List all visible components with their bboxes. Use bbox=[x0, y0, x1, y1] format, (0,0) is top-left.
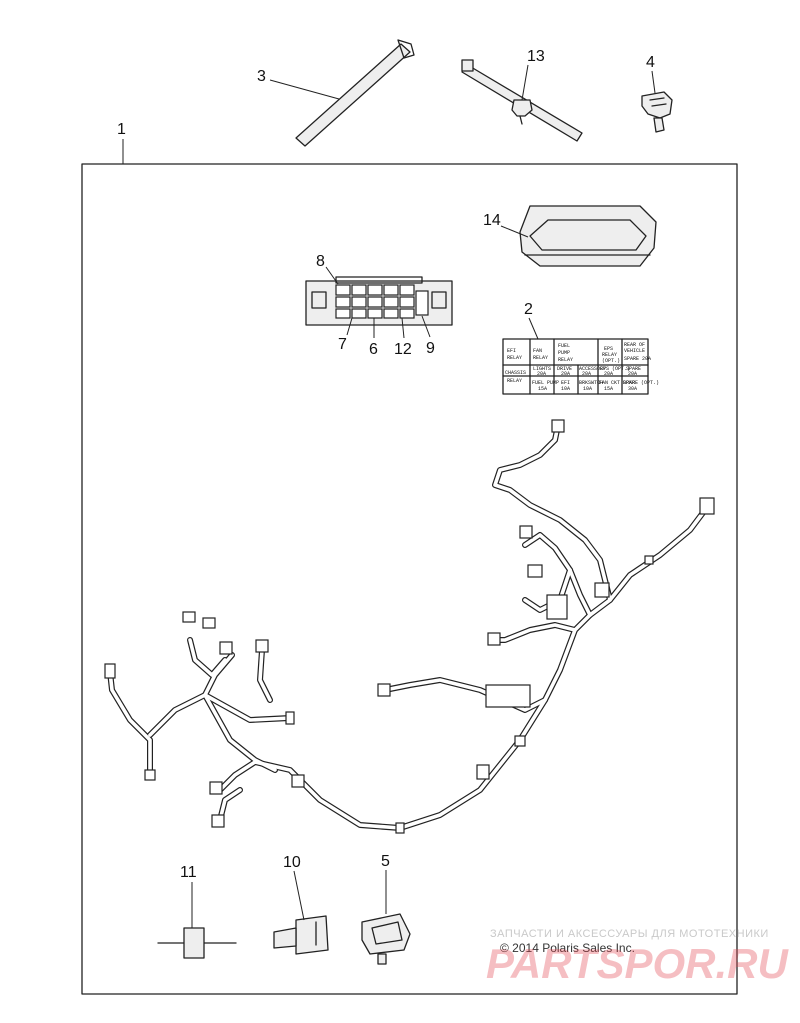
label-r3-4: SPARE 20A bbox=[624, 356, 651, 362]
callout-13[interactable]: 13 bbox=[527, 48, 545, 65]
label-r1-2: FUEL bbox=[558, 343, 570, 349]
callout-4[interactable]: 4 bbox=[646, 54, 655, 71]
part-5-connector[interactable] bbox=[361, 913, 411, 965]
watermark-tagline: ЗАПЧАСТИ И АКСЕССУАРЫ ДЛЯ МОТОТЕХНИКИ bbox=[490, 928, 769, 940]
label-r7-3: 10A bbox=[583, 386, 592, 392]
callout-3[interactable]: 3 bbox=[257, 68, 266, 85]
callout-11[interactable]: 11 bbox=[180, 864, 197, 881]
label-r6-3: BRKSWTCH bbox=[579, 380, 603, 386]
label-r7-1: 15A bbox=[538, 386, 547, 392]
label-r7-4: 15A bbox=[604, 386, 613, 392]
part-2-fuse-label[interactable]: EFI FAN FUEL EPS REAR OF RELAY RELAY PUM… bbox=[502, 338, 659, 395]
leader-10 bbox=[293, 870, 305, 921]
callout-7[interactable]: 7 bbox=[338, 336, 347, 353]
part-13-cable-tie-mount[interactable] bbox=[461, 59, 583, 142]
label-r4-1: LIGHTS bbox=[533, 366, 551, 372]
kit-boundary-box bbox=[81, 163, 738, 995]
label-r7-5: 30A bbox=[628, 386, 637, 392]
label-r2-0: RELAY bbox=[507, 355, 522, 361]
label-r5-0: RELAY bbox=[507, 378, 522, 384]
label-r1-1: FAN bbox=[533, 348, 542, 354]
label-r5-5: 20A bbox=[628, 371, 637, 377]
label-r6-4: FAN CKT BRKR bbox=[599, 380, 635, 386]
callout-2[interactable]: 2 bbox=[524, 301, 533, 318]
leader-3 bbox=[269, 79, 340, 100]
part-14-fuse-box-cover[interactable] bbox=[519, 205, 657, 267]
label-r2-3: RELAY bbox=[602, 352, 617, 358]
label-r3-2: RELAY bbox=[558, 357, 573, 363]
label-r4-4: EPS (OPT.) bbox=[600, 366, 630, 372]
harness-connectors bbox=[104, 419, 715, 834]
part-4-clip[interactable] bbox=[641, 91, 673, 133]
callout-14[interactable]: 14 bbox=[483, 212, 501, 229]
part-10-plug[interactable] bbox=[273, 915, 329, 955]
leader-4 bbox=[651, 70, 656, 94]
leader-8 bbox=[325, 266, 339, 285]
label-r6-1: FUEL PUMP bbox=[532, 380, 559, 386]
label-r5-1: 20A bbox=[537, 371, 546, 377]
callout-10[interactable]: 10 bbox=[283, 854, 301, 871]
label-r4-0: CHASSIS bbox=[505, 370, 526, 376]
label-r6-2: EFI bbox=[561, 380, 570, 386]
leader-12 bbox=[401, 317, 405, 339]
label-r2-2: PUMP bbox=[558, 350, 570, 356]
label-r2-1: RELAY bbox=[533, 355, 548, 361]
label-r1-4: REAR OF bbox=[624, 342, 645, 348]
callout-1[interactable]: 1 bbox=[117, 121, 126, 138]
label-r6-5: SPARE (OPT.) bbox=[623, 380, 659, 386]
label-r4-5: SPARE bbox=[626, 366, 641, 372]
leader-14 bbox=[500, 225, 529, 238]
leader-7 bbox=[346, 317, 353, 336]
fuse-relay-block[interactable] bbox=[305, 276, 453, 326]
leader-9 bbox=[421, 315, 431, 338]
label-r4-2: DRIVE bbox=[557, 366, 572, 372]
part-11-fuse[interactable] bbox=[157, 927, 237, 959]
watermark-logo: PARTSPOR.RU bbox=[486, 940, 788, 987]
label-r5-4: 20A bbox=[604, 371, 613, 377]
callout-6[interactable]: 6 bbox=[369, 341, 378, 358]
label-r3-3: (OPT.) bbox=[602, 358, 620, 364]
main-wiring-harness[interactable] bbox=[104, 419, 715, 834]
callout-8[interactable]: 8 bbox=[316, 253, 325, 270]
leader-2 bbox=[528, 317, 539, 340]
callout-9[interactable]: 9 bbox=[426, 340, 435, 357]
label-r1-3: EPS bbox=[604, 346, 613, 352]
copyright-text: © 2014 Polaris Sales Inc. bbox=[500, 941, 635, 955]
label-r2-4: VEHICLE bbox=[624, 348, 645, 354]
label-r5-3: 20A bbox=[582, 371, 591, 377]
callout-5[interactable]: 5 bbox=[381, 853, 390, 870]
leader-13 bbox=[521, 64, 529, 101]
label-r1-0: EFI bbox=[507, 348, 516, 354]
label-r4-3: ACCESSORY bbox=[579, 366, 606, 372]
label-r7-2: 10A bbox=[561, 386, 570, 392]
part-3-cable-tie[interactable] bbox=[295, 39, 415, 147]
label-r5-2: 20A bbox=[561, 371, 570, 377]
callout-12[interactable]: 12 bbox=[394, 341, 412, 358]
